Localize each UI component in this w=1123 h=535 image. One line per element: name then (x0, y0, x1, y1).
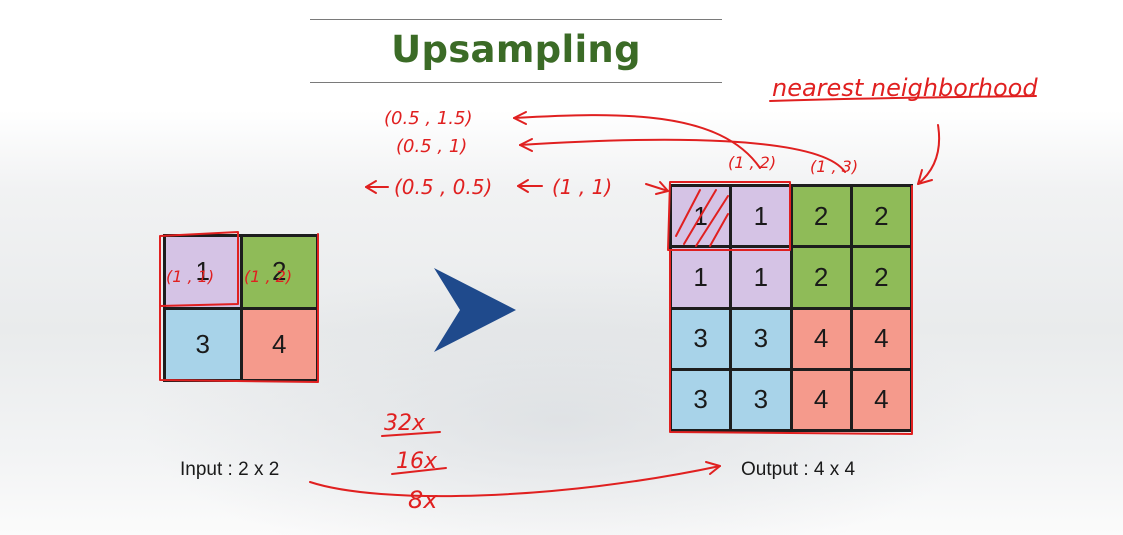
output-cell: 4 (852, 370, 910, 429)
output-cell: 1 (732, 187, 790, 246)
output-cell: 2 (852, 187, 910, 246)
slide-title: Upsampling (391, 28, 641, 71)
input-cell: 3 (166, 309, 240, 379)
input-cell: 2 (242, 237, 316, 307)
output-grid: 1 1 2 2 1 1 2 2 3 3 4 4 3 3 4 4 (669, 184, 913, 432)
output-cell: 3 (672, 309, 730, 368)
output-cell: 1 (672, 248, 730, 307)
output-cell: 4 (792, 309, 850, 368)
input-grid: 1 2 3 4 (163, 234, 319, 382)
input-cell: 1 (166, 237, 240, 307)
output-cell: 1 (732, 248, 790, 307)
output-cell: 4 (852, 309, 910, 368)
output-cell: 3 (672, 370, 730, 429)
output-cell: 2 (792, 187, 850, 246)
output-cell: 1 (672, 187, 730, 246)
output-cell: 3 (732, 370, 790, 429)
title-rule-bottom (310, 82, 722, 83)
output-cell: 2 (852, 248, 910, 307)
input-size-label: Input : 2 x 2 (180, 459, 280, 480)
title-rule-top (310, 19, 722, 20)
output-cell: 4 (792, 370, 850, 429)
input-cell: 4 (242, 309, 316, 379)
output-size-label: Output : 4 x 4 (741, 459, 856, 480)
chevron-right-icon (434, 268, 516, 352)
output-cell: 2 (792, 248, 850, 307)
output-cell: 3 (732, 309, 790, 368)
